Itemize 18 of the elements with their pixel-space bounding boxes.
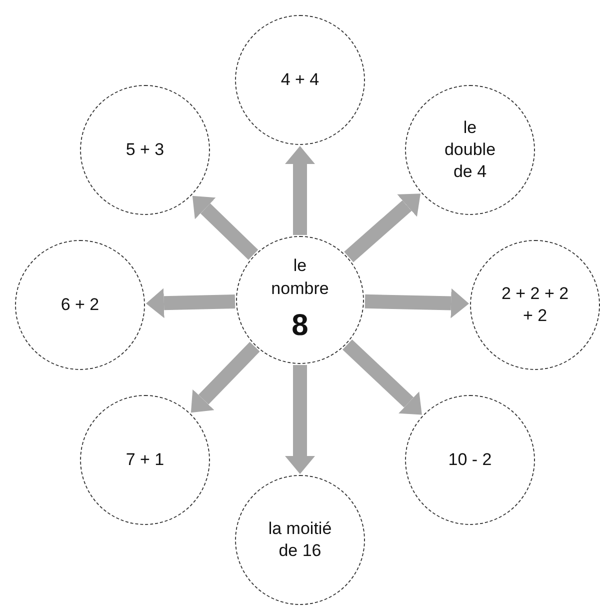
circle-text: 5 + 3	[126, 138, 164, 161]
circle-text: la moitié de 16	[267, 518, 333, 562]
circle-text: 7 + 1	[126, 448, 164, 471]
number-label: 8	[292, 308, 308, 344]
block-arrow	[192, 196, 258, 260]
block-arrow	[285, 146, 315, 235]
block-arrow	[342, 339, 422, 415]
block-arrow	[190, 342, 260, 413]
circle-text: 4 + 4	[280, 68, 320, 91]
circle-text: le double de 4	[443, 116, 497, 184]
circle-text: 10 - 2	[448, 448, 492, 471]
block-arrow	[285, 365, 315, 474]
block-arrow	[146, 288, 236, 318]
circle-text: le nombre	[270, 255, 330, 300]
block-arrow	[364, 288, 470, 318]
block-arrow	[344, 194, 420, 262]
circle-text: 6 + 2	[60, 294, 100, 316]
circle-text: 2 + 2 + 2 + 2	[501, 282, 569, 327]
